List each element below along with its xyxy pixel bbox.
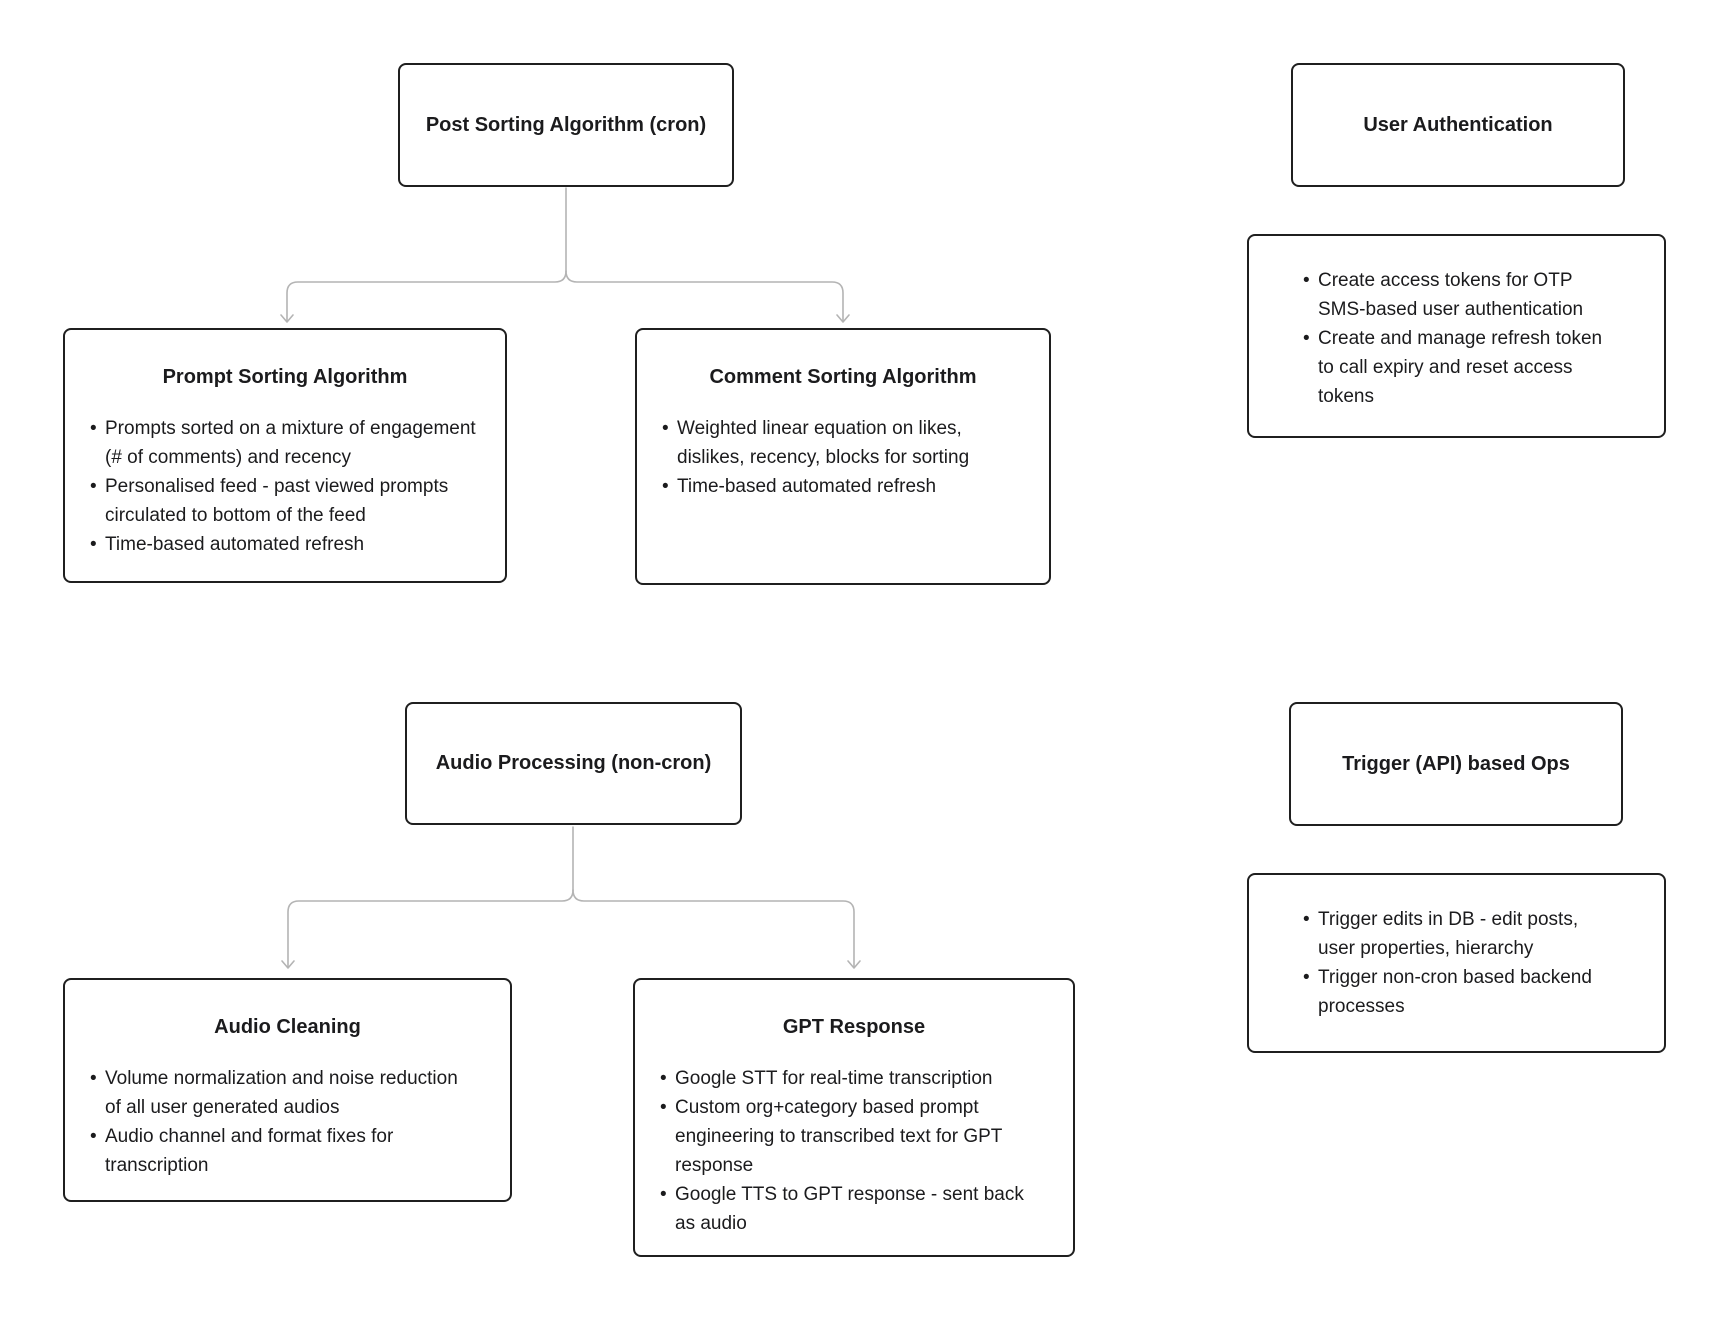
bullet-dot: • [90, 418, 97, 439]
list-item: • Trigger non-cron based backend process… [1303, 963, 1646, 1021]
list-item: • Prompts sorted on a mixture of engagem… [90, 414, 487, 472]
bullet-dot: • [660, 1097, 667, 1118]
list-item: • Time-based automated refresh [90, 530, 487, 559]
connector-branch-right [572, 889, 855, 968]
bullet-dot: • [1303, 967, 1310, 988]
bullet-dot: • [1303, 270, 1310, 291]
bullet-dot: • [90, 1126, 97, 1147]
bullet-list: • Create access tokens for OTP SMS-based… [1265, 266, 1648, 411]
bullet-dot: • [90, 476, 97, 497]
node-post-sorting-algorithm: Post Sorting Algorithm (cron) [398, 63, 734, 187]
connector-branch-right [565, 270, 844, 322]
bullet-dot: • [662, 418, 669, 439]
list-item: • Google STT for real-time transcription [660, 1064, 1055, 1093]
list-item: • Volume normalization and noise reducti… [90, 1064, 492, 1122]
arrow-down-icon [847, 960, 861, 969]
node-title: GPT Response [782, 1016, 926, 1038]
node-comment-sorting-algorithm: Comment Sorting Algorithm • Weighted lin… [635, 328, 1051, 585]
bullet-dot: • [1303, 909, 1310, 930]
list-item: • Time-based automated refresh [662, 472, 1031, 501]
bullet-dot: • [90, 534, 97, 555]
node-trigger-ops-notes: • Trigger edits in DB - edit posts, user… [1247, 873, 1666, 1053]
node-audio-processing: Audio Processing (non-cron) [405, 702, 742, 825]
node-title: User Authentication [1363, 113, 1553, 136]
node-title: Trigger (API) based Ops [1342, 752, 1570, 775]
bullet-dot: • [660, 1068, 667, 1089]
node-title: Prompt Sorting Algorithm [162, 366, 408, 388]
node-title: Audio Cleaning [214, 1016, 361, 1038]
list-item: • Create access tokens for OTP SMS-based… [1303, 266, 1646, 324]
node-prompt-sorting-algorithm: Prompt Sorting Algorithm • Prompts sorte… [63, 328, 507, 583]
node-trigger-api-based-ops: Trigger (API) based Ops [1289, 702, 1623, 826]
bullet-list: • Weighted linear equation on likes, dis… [653, 414, 1033, 501]
list-item: • Trigger edits in DB - edit posts, user… [1303, 905, 1646, 963]
bullet-dot: • [1303, 328, 1310, 349]
node-user-authentication-notes: • Create access tokens for OTP SMS-based… [1247, 234, 1666, 438]
bullet-dot: • [662, 476, 669, 497]
bullet-list: • Google STT for real-time transcription… [651, 1064, 1057, 1238]
connector-tree-post-sorting [280, 187, 850, 323]
list-item: • Personalised feed - past viewed prompt… [90, 472, 487, 530]
arrow-down-icon [836, 314, 850, 323]
list-item: • Custom org+category based prompt engin… [660, 1093, 1055, 1180]
bullet-list: • Trigger edits in DB - edit posts, user… [1265, 905, 1648, 1021]
node-title: Post Sorting Algorithm (cron) [425, 113, 707, 136]
list-item: • Create and manage refresh token to cal… [1303, 324, 1646, 411]
node-title: Audio Processing (non-cron) [435, 752, 712, 774]
bullet-dot: • [90, 1068, 97, 1089]
connector-branch-left [287, 889, 574, 968]
bullet-list: • Volume normalization and noise reducti… [81, 1064, 494, 1180]
bullet-dot: • [660, 1184, 667, 1205]
list-item: • Google TTS to GPT response - sent back… [660, 1180, 1055, 1238]
bullet-list: • Prompts sorted on a mixture of engagem… [81, 414, 489, 559]
node-title: Comment Sorting Algorithm [709, 366, 977, 388]
connector-branch-left [286, 270, 567, 322]
node-audio-cleaning: Audio Cleaning • Volume normalization an… [63, 978, 512, 1202]
arrow-down-icon [280, 314, 294, 323]
arrow-down-icon [281, 960, 295, 969]
list-item: • Weighted linear equation on likes, dis… [662, 414, 1031, 472]
node-user-authentication: User Authentication [1291, 63, 1625, 187]
list-item: • Audio channel and format fixes for tra… [90, 1122, 492, 1180]
connector-tree-audio-processing [281, 826, 861, 969]
node-gpt-response: GPT Response • Google STT for real-time … [633, 978, 1075, 1257]
